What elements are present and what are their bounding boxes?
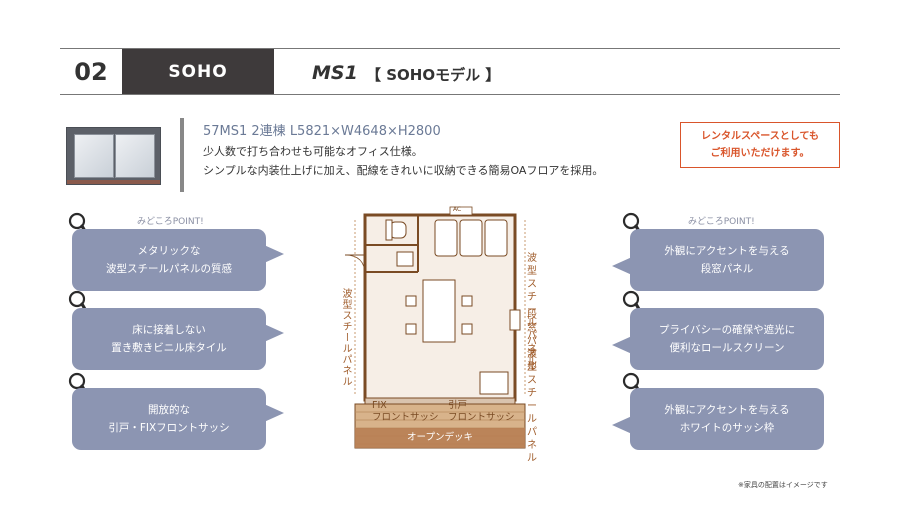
label-line: 引戸 bbox=[448, 400, 468, 411]
point-bubble: メタリックな 波型スチールパネルの質感 bbox=[72, 229, 284, 291]
floor-plan-drawing bbox=[344, 206, 526, 449]
window-pane bbox=[115, 134, 155, 178]
description-line: シンプルな内装仕上げに加え、配線をきれいに収納できる簡易OAフロアを採用。 bbox=[203, 164, 604, 177]
rental-note-box: レンタルスペースとしても ご利用いただけます。 bbox=[680, 122, 840, 168]
point-line: 便利なロールスクリーン bbox=[669, 342, 785, 354]
label-line: フロントサッシ bbox=[372, 412, 439, 423]
left-points-title: みどころPOINT! bbox=[137, 217, 204, 227]
right-wall-label: 波型 スチールパネル bbox=[527, 348, 540, 465]
header-top-rule bbox=[60, 48, 840, 49]
right-wall-label: 波型 スチールパネル bbox=[527, 252, 540, 369]
section-number: 02 bbox=[74, 57, 108, 86]
footnote: ※家具の配置はイメージです bbox=[738, 481, 828, 489]
rental-note-line: ご利用いただけます。 bbox=[710, 148, 810, 159]
label-line: パネル bbox=[527, 336, 537, 373]
deck-label: オープンデッキ bbox=[407, 432, 473, 443]
point-line: 外観にアクセントを与える bbox=[664, 404, 790, 416]
point-line: ホワイトのサッシ枠 bbox=[679, 422, 775, 434]
window-panel-label: 段窓 パネル bbox=[527, 309, 540, 374]
exterior-thumbnail bbox=[66, 127, 161, 185]
point-line: 引戸・FIXフロントサッシ bbox=[108, 422, 230, 434]
ac-label: AC bbox=[453, 206, 462, 213]
model-name: 【 SOHOモデル 】 bbox=[366, 66, 501, 84]
category-label: SOHO bbox=[122, 49, 274, 94]
label-line: スチールパネル bbox=[527, 375, 537, 464]
point-bubble: 外観にアクセントを与える ホワイトのサッシ枠 bbox=[612, 388, 824, 450]
point-line: 置き敷きビニル床タイル bbox=[111, 342, 227, 354]
description-line: 少人数で打ち合わせも可能なオフィス仕様。 bbox=[203, 145, 423, 158]
label-line: FIX bbox=[372, 400, 387, 411]
thumbnail-base bbox=[67, 180, 160, 184]
header-bottom-rule bbox=[60, 94, 840, 95]
left-wall-label: 波型スチールパネル bbox=[340, 288, 351, 387]
floor-plan: AC 波型スチールパネル 波型 スチールパネル 段窓 パネル 波型 スチールパネ… bbox=[340, 200, 540, 464]
sliding-sash-label: 引戸 フロントサッシ bbox=[448, 400, 515, 424]
fix-sash-label: FIX フロントサッシ bbox=[372, 400, 439, 424]
point-line: 外観にアクセントを与える bbox=[664, 245, 790, 257]
point-bubble: プライバシーの確保や遮光に 便利なロールスクリーン bbox=[612, 308, 824, 370]
point-line: プライバシーの確保や遮光に bbox=[658, 324, 796, 336]
point-line: 段窓パネル bbox=[700, 263, 754, 275]
point-line: 波型スチールパネルの質感 bbox=[106, 263, 232, 275]
model-code: MS1 bbox=[312, 62, 358, 84]
label-line: 波型 bbox=[527, 349, 537, 373]
label-line: フロントサッシ bbox=[448, 412, 515, 423]
point-line: 開放的な bbox=[148, 404, 190, 416]
window-pane bbox=[74, 134, 114, 178]
point-line: 床に接着しない bbox=[132, 324, 206, 336]
label-line: スチールパネル bbox=[527, 279, 537, 368]
label-line: 段窓 bbox=[527, 310, 537, 334]
point-bubble: 床に接着しない 置き敷きビニル床タイル bbox=[72, 308, 284, 370]
accent-divider bbox=[180, 118, 184, 192]
point-line: メタリックな bbox=[137, 245, 201, 257]
label-line: 波型 bbox=[527, 253, 537, 277]
right-points-title: みどころPOINT! bbox=[688, 217, 755, 227]
rental-note-line: レンタルスペースとしても bbox=[701, 131, 819, 142]
point-bubble: 開放的な 引戸・FIXフロントサッシ bbox=[72, 388, 284, 450]
spec-line: 57MS1 2連棟 L5821×W4648×H2800 bbox=[203, 124, 441, 139]
point-bubble: 外観にアクセントを与える 段窓パネル bbox=[612, 229, 824, 291]
